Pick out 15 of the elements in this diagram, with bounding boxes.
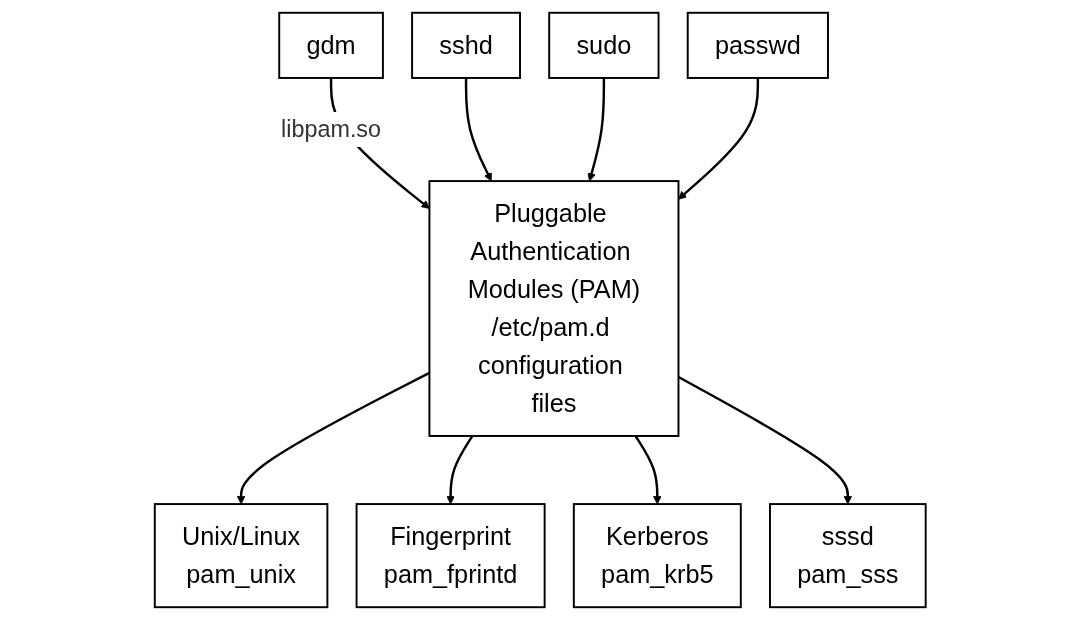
- node-box: gdm: [278, 11, 384, 79]
- node-box: sssd pam_sss: [768, 502, 927, 608]
- node-box: sshd: [410, 11, 521, 79]
- arrow: [634, 434, 662, 504]
- edge-label: libpam.so: [280, 115, 381, 142]
- node-box: sudo: [548, 11, 660, 79]
- node-box: Kerberos pam_krb5: [572, 502, 742, 608]
- node-box: Fingerprint pam_fprintd: [355, 502, 546, 608]
- node-box: passwd: [686, 11, 829, 79]
- arrow: [587, 77, 605, 181]
- arrow: [236, 371, 430, 504]
- arrow: [464, 77, 492, 181]
- node-box: Pluggable Authentication Modules (PAM) /etc/pam.d configuration files: [428, 179, 680, 437]
- arrow: [446, 434, 474, 504]
- node-box: Unix/Linux pam_unix: [153, 502, 329, 608]
